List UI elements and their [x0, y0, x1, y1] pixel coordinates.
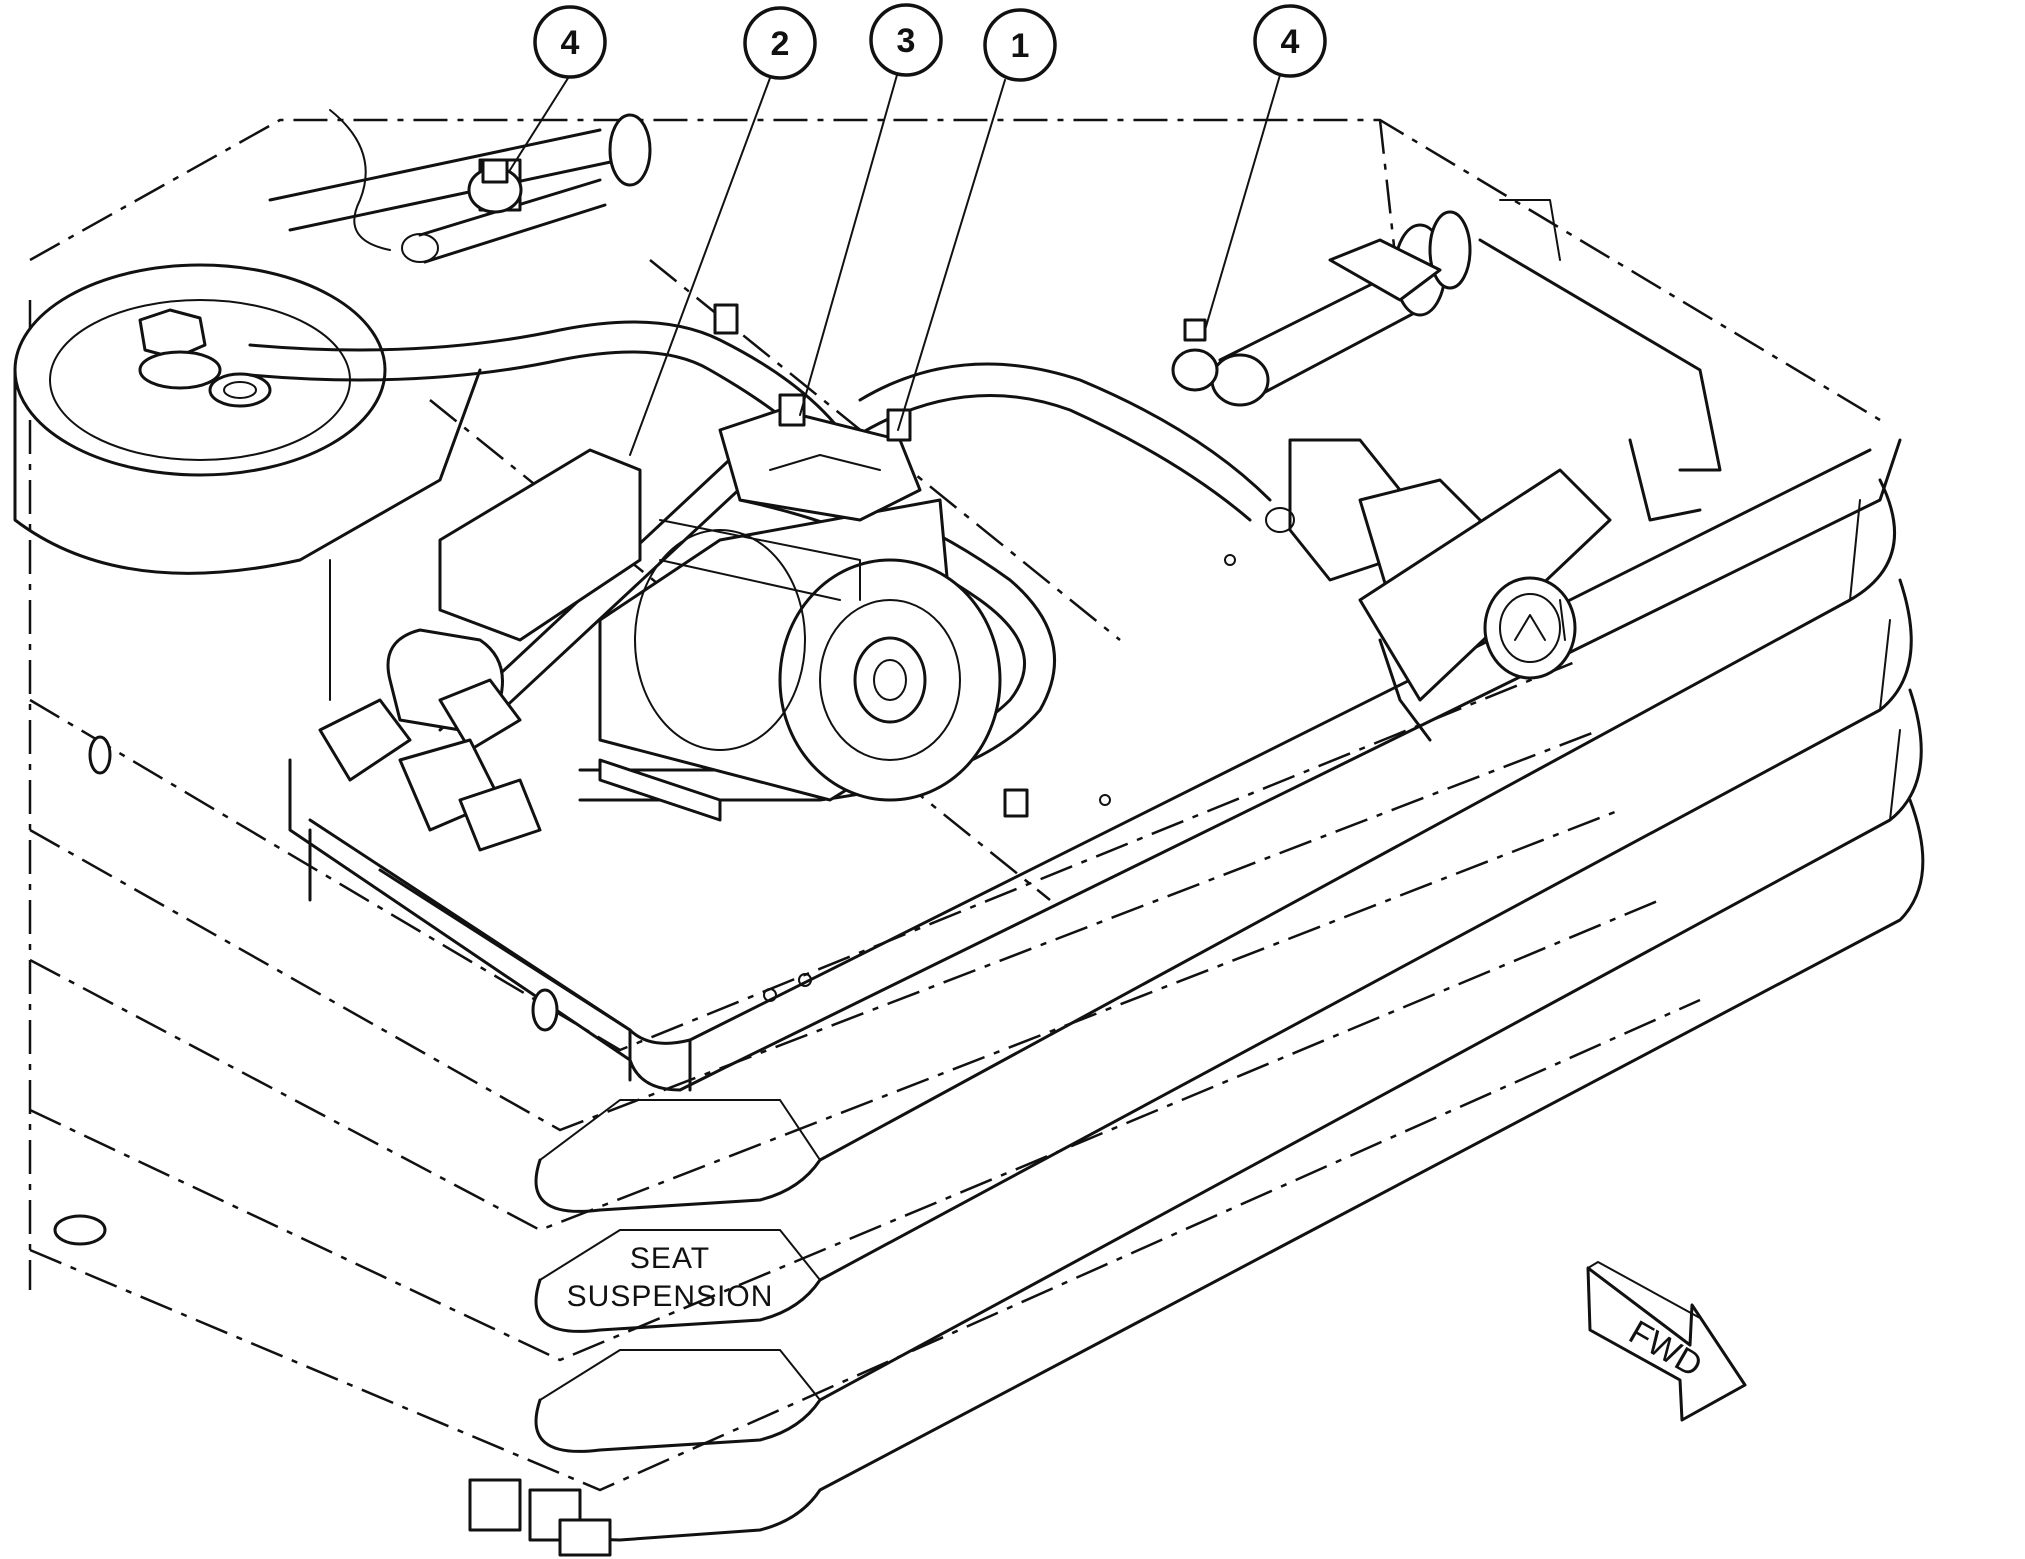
air-spring [13, 263, 482, 701]
callout-1-label: 1 [1011, 27, 1030, 65]
callout-2: 2 [743, 6, 817, 80]
callout-4-left: 4 [533, 5, 607, 79]
right-rod-fittings [1210, 199, 1722, 522]
seat-suspension-label-line1: SEAT [630, 1242, 710, 1275]
callout-3-label: 3 [897, 22, 916, 60]
callout-4-right: 4 [1253, 4, 1327, 78]
seat-suspension-label-line2: SUSPENSION [567, 1280, 774, 1313]
callout-3: 3 [869, 3, 943, 77]
rear-rod-fittings [268, 109, 652, 264]
compressor-assembly [438, 393, 1002, 822]
height-valve-knob [1265, 438, 1612, 742]
callout-2-label: 2 [771, 25, 790, 63]
fwd-arrow: FWD [1586, 1261, 1747, 1422]
seat-suspension-label: SEAT SUSPENSION [567, 1242, 774, 1313]
callout-4-right-label: 4 [1281, 23, 1300, 61]
hose-clamps [467, 158, 1219, 818]
solenoid-valve [318, 628, 542, 852]
bottom-mounts [53, 1214, 612, 1557]
top-plate [88, 438, 1902, 1092]
bellows-layers [534, 478, 1925, 1542]
callout-4-left-label: 4 [561, 24, 580, 62]
leader-lines [509, 74, 1281, 456]
callout-1: 1 [983, 8, 1057, 82]
